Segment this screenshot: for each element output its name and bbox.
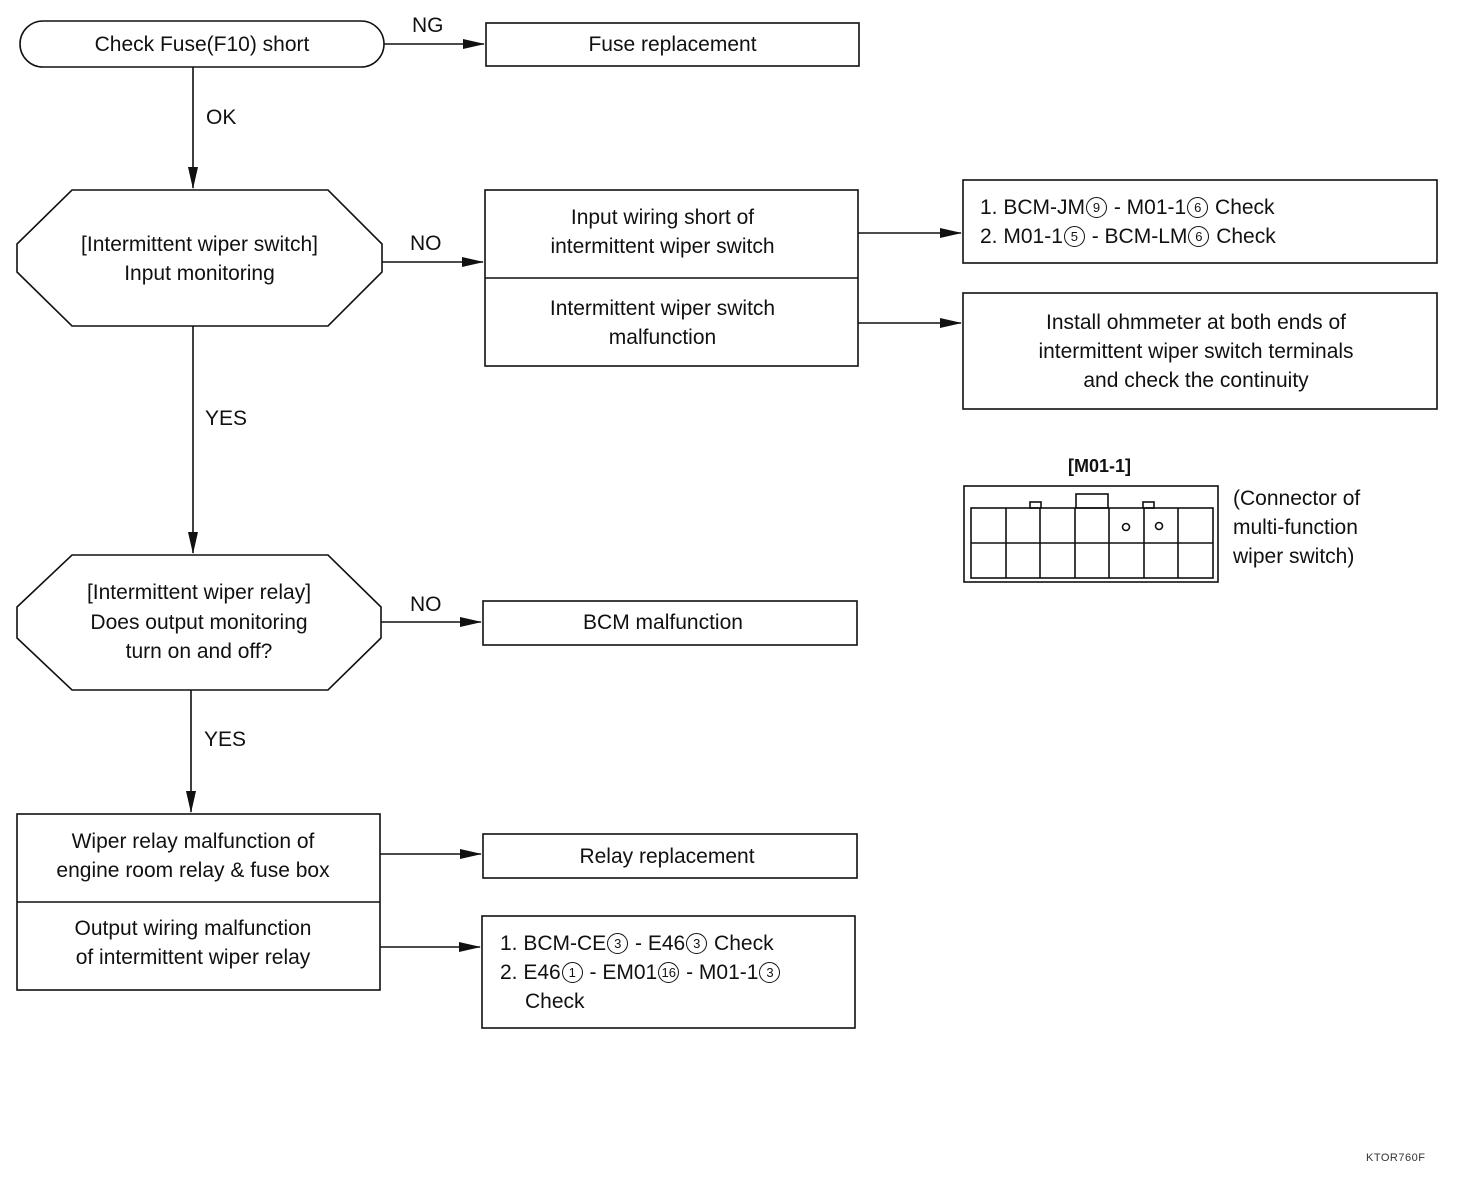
edge-label-ok: OK [206, 106, 237, 129]
connector-pin-number: 3 [686, 933, 708, 954]
bcm-malfunction-text: BCM malfunction [583, 611, 743, 634]
connector-outline [963, 485, 1219, 583]
switch-malfunction-line-1: Intermittent wiper switch [549, 297, 776, 320]
bcm-malfunction-box [482, 600, 858, 646]
connector-title: [M01-1] [1068, 456, 1132, 476]
relay-malfunction-line-1: Wiper relay malfunction of [71, 830, 315, 853]
connector-pin-number: 3 [607, 933, 629, 954]
fuse-replacement-text: Fuse replacement [588, 33, 757, 56]
edge-label-no-1: NO [410, 232, 442, 255]
connector-caption-line-1: (Connector of [1233, 487, 1361, 510]
input-wiring-line-1: Input wiring short of [570, 206, 755, 229]
connector-pin-number: 5 [1063, 226, 1085, 247]
relay-replacement-text: Relay replacement [579, 845, 755, 868]
fuse-replacement-box [485, 22, 860, 67]
check-list-1-box [962, 179, 1438, 264]
check-list-2-line-3: Check [525, 990, 585, 1013]
ohmmeter-box [962, 292, 1438, 410]
edge-label-yes-2: YES [204, 728, 247, 751]
output-wiring-line-2: of intermittent wiper relay [75, 946, 311, 969]
edge-label-yes-1: YES [205, 407, 248, 430]
output-wiring-line-1: Output wiring malfunction [74, 917, 312, 940]
relay-monitor-line-3: turn on and off? [125, 640, 273, 663]
connector-pin-number: 9 [1086, 197, 1107, 218]
input-wiring-line-2: intermittent wiper switch [550, 235, 775, 258]
switch-monitor-octagon [16, 189, 383, 327]
edge-label-no-2: NO [410, 593, 442, 616]
relay-monitor-line-1: [Intermittent wiper relay] [86, 581, 312, 604]
ohmmeter-line-3: and check the continuity [1083, 369, 1309, 392]
ohmmeter-line-2: intermittent wiper switch terminals [1038, 340, 1354, 363]
connector-pin-number: 6 [1188, 226, 1210, 247]
relay-monitor-octagon [16, 554, 382, 691]
connector-pin-number: 1 [561, 962, 583, 983]
relay-replacement-box [482, 833, 858, 879]
connector-pin-number: 16 [658, 962, 680, 983]
connector-caption-line-3: wiper switch) [1233, 545, 1355, 568]
ohmmeter-line-1: Install ohmmeter at both ends of [1046, 311, 1346, 334]
check-fuse-text: Check Fuse(F10) short [94, 33, 310, 56]
figure-reference: KTOR760F [1366, 1152, 1426, 1164]
connector-pin-number: 6 [1187, 197, 1209, 218]
switch-malfunction-line-2: malfunction [608, 326, 717, 349]
connector-pin-number: 3 [759, 962, 781, 983]
connector-caption-line-2: multi-function [1233, 516, 1358, 539]
check-list-2-box [481, 915, 856, 1029]
edge-label-ng: NG [412, 14, 444, 37]
relay-malfunction-line-2: engine room relay & fuse box [56, 859, 330, 882]
switch-monitor-line-1: [Intermittent wiper switch] [81, 233, 318, 256]
switch-monitor-line-2: Input monitoring [124, 262, 275, 285]
relay-monitor-line-2: Does output monitoring [90, 611, 308, 634]
